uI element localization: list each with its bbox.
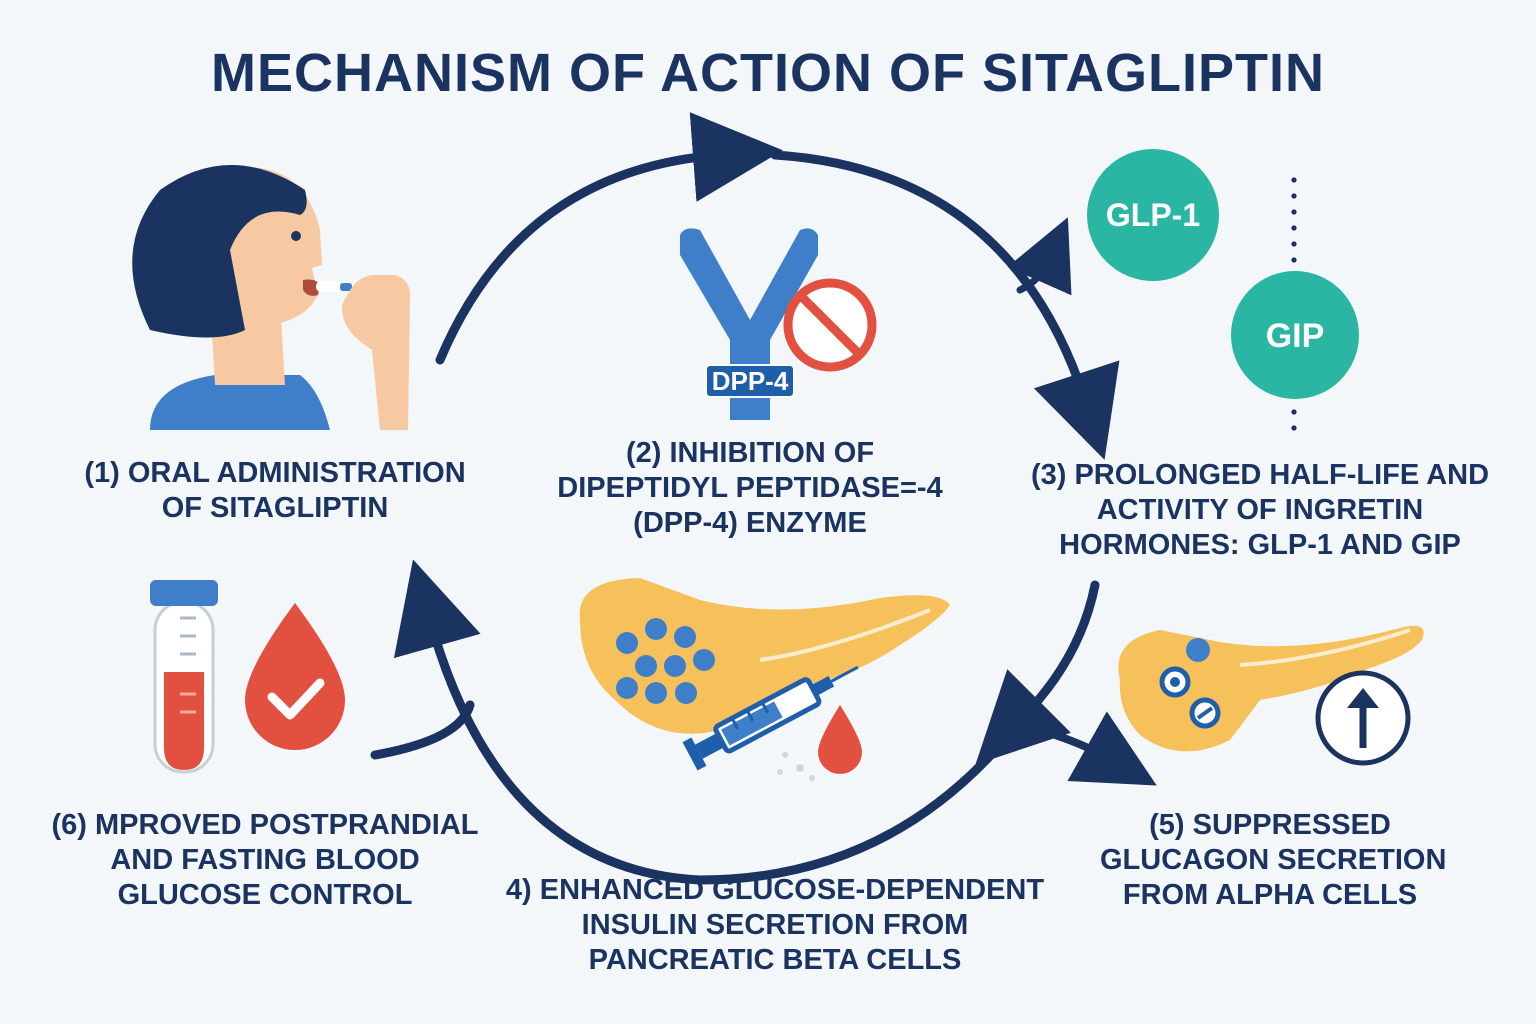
insulin-syringe-icon [682,665,859,781]
arrow-step1-to-step2 [435,112,783,365]
cycle-arrows [370,112,1157,885]
step-2-label: (2) INHIBITION OF DIPEPTIDYL PEPTIDASE=-… [557,437,943,539]
hormone-glp1-circle: GLP-1 [1087,149,1219,281]
alpha-pancreas-icon [1118,625,1424,752]
arrow-step3-to-step4 [975,580,1100,765]
step-4-label: 4) ENHANCED GLUCOSE-DEPENDENT INSULIN SE… [505,874,1045,976]
blood-test-tube-icon [150,580,218,774]
arrow-step4-to-step1 [393,559,1005,885]
hormone-gip-circle: GIP [1231,271,1359,399]
dpp4-label: DPP-4 [712,366,789,396]
blood-drop-icon [818,705,862,774]
blood-drop-check-icon [245,603,346,751]
prohibition-icon [783,278,877,372]
step-6-label: (6) MPROVED POSTPRANDIAL AND FASTING BLO… [51,809,479,911]
page-title: MECHANISM OF ACTION OF SITAGLIPTIN [211,43,1325,103]
glp1-label: GLP-1 [1106,197,1200,233]
arrow-step4-to-step5 [1051,711,1157,786]
increase-arrow-icon [1315,670,1411,766]
arrow-step2-to-step3 [770,150,1120,460]
hormone-dotted-line [1291,177,1297,431]
step-5-label: (5) SUPPRESSED GLUCAGON SECRETION FROM A… [1100,809,1447,911]
beta-cells [616,618,715,704]
dpp4-enzyme-icon: DPP-4 [680,228,818,420]
step-1-label: (1) ORAL ADMINISTRATION OF SITAGLIPTIN [84,457,466,524]
person-taking-pill-icon [132,165,411,430]
pancreas-icon [579,578,950,734]
step-3-label: (3) PROLONGED HALF-LIFE AND ACTIVITY OF … [1030,459,1490,561]
gip-label: GIP [1266,317,1325,355]
arrow-step6-to-step1 [370,700,475,760]
arrow-to-hormones [1007,217,1072,296]
